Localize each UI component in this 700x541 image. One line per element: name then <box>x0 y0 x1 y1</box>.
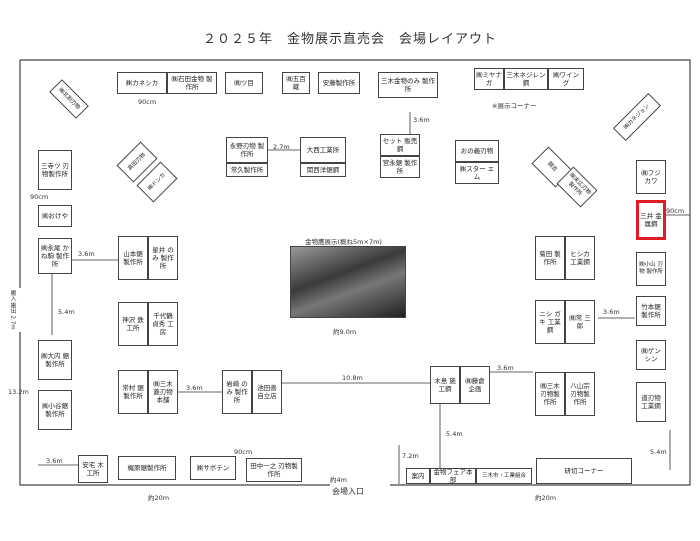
booth-k-wing: ㈱ワイング <box>548 68 584 90</box>
booth-genshin: ㈱ゲン シン <box>636 340 666 370</box>
booth-miki-tsuji: 三寺ツ 刃物製作所 <box>38 150 72 190</box>
exhibit-corner-label: ※展示コーナー <box>492 102 537 110</box>
exhibit-photo <box>290 246 406 318</box>
booth-tsune: 常村 鋸製作所 <box>118 370 148 414</box>
hall-wall-left <box>19 60 330 486</box>
booth-yamaso: 八山宗 刃物製 作所 <box>565 372 595 416</box>
booth-nishigaki: ニシ ガキ 工業鋼 <box>535 300 565 344</box>
booth-yotsume: ㈱ツ目 <box>225 72 263 94</box>
booth-kawachi: ㈱大内 鋸 製作所 <box>38 340 72 380</box>
booth-tsunesaburo: ㈱常 三郎 <box>565 300 595 344</box>
booth-oishi: 大西工業所 <box>300 137 346 163</box>
booth-kajihara: 梶原鋸製作所 <box>118 456 176 480</box>
booth-takemoto: 竹本鋸 製作所 <box>636 296 666 326</box>
booth-nagahama: ㈱永尾 かね駒 製作所 <box>38 238 72 274</box>
booth-miki-sanki: ㈱三木 菱刃物 本舗 <box>148 370 178 414</box>
dim-36-top: 3.6m <box>413 116 430 124</box>
entrance-label: 会場入口 <box>332 487 364 496</box>
booth-ikeda: 池田善 自立店 <box>252 370 282 414</box>
booth-yasufuji: 安藤製作所 <box>318 72 360 94</box>
dim-90-right: 90cm <box>666 207 685 215</box>
booth-kanamono-seisakusho: ㈱石田金物 製作所 <box>167 72 217 94</box>
booth-tanaka: 田中一之 刃物製作所 <box>246 458 302 482</box>
booth-annai: 案内 <box>406 468 430 484</box>
dim-90-left: 90cm <box>30 193 49 201</box>
booth-miki-kaihanjo: 三井 金属鋼 <box>636 200 666 240</box>
dim-36-left: 3.6m <box>78 250 95 258</box>
dim-20-left: 約20m <box>148 494 170 502</box>
booth-kanshi: 関西洋鋸鋼 <box>300 163 346 177</box>
booth-fujikawa: ㈱フジ カワ <box>636 160 666 194</box>
dim-27: 2.7m <box>273 143 290 151</box>
booth-miyanaga: ㈱ミヤナガ <box>474 68 504 90</box>
booth-tsunehisa: 常久製作所 <box>226 163 268 177</box>
booth-michikari: 道刃物 工業鋼 <box>636 382 666 422</box>
booth-kotani: ㈱小谷鋸 製作所 <box>38 390 72 430</box>
booth-miki-kanamono: 三木金物のみ 製作所 <box>378 72 438 98</box>
booth-kamizawa: 神沢 鉄工所 <box>118 302 148 346</box>
booth-ono: おの義刃物 <box>455 140 499 162</box>
booth-anzai: 安宅 木工所 <box>78 455 108 483</box>
booth-chiyotsuru: 千代鶴 貞秀 工房 <box>148 302 178 346</box>
booth-miki-nejikaki: 三木ネジレン鋼 <box>504 68 548 90</box>
booth-kaneshika: ㈱カネシカ <box>117 72 167 94</box>
booth-hishika: ヒシカ 工業鋼 <box>565 236 595 280</box>
dim-36-mid: 3.6m <box>186 384 203 392</box>
dim-54-left: 5.4m <box>58 308 75 316</box>
booth-nagano: 永野刃物 製作所 <box>226 137 268 163</box>
booth-sabotten: ㈱サボテン <box>190 456 236 480</box>
booth-miki-hamono: ㈱三木 刃物製 作所 <box>535 372 565 416</box>
booth-iwasaki: 岩崎 のみ 製作所 <box>222 370 252 414</box>
booth-okeya: ㈱おけや <box>38 205 72 227</box>
booth-hoshi: 星井 のみ 製作所 <box>148 236 178 280</box>
dim-90-top: 90cm <box>138 98 157 106</box>
booth-star: ㈱スター エム <box>455 162 499 184</box>
dim-36-right: 3.6m <box>497 364 514 372</box>
dim-132: 13.2m <box>8 388 29 396</box>
dim-54-right: 5.4m <box>650 448 667 456</box>
booth-miki-shoko: 三木市・工業組合 <box>476 468 532 484</box>
dim-36-bottom: 3.6m <box>46 457 63 465</box>
dim-4m: 約4m <box>330 476 347 484</box>
booth-yamamoto: 山本鋸 製作所 <box>118 236 148 280</box>
booth-set: セット 販売鋼 <box>380 134 420 156</box>
booth-miyanaga2: 宮永鋸 製作所 <box>380 156 420 178</box>
dim-36-fuji: 3.6m <box>603 308 620 316</box>
dim-72: 7.2m <box>402 452 419 460</box>
booth-ono-kanamono: ㈱小山 刃物 製作所 <box>636 252 666 286</box>
exhibit-label: 金物鷹展示(概ね5m×7m) <box>305 238 382 246</box>
dim-54-center: 5.4m <box>446 430 463 438</box>
exhibit-width-label: 約9.0m <box>333 328 357 336</box>
booth-fujisawa: ㈱藤倉 企画 <box>460 366 490 404</box>
dim-90-bottom: 90cm <box>234 448 253 456</box>
booth-kanamono-fair: 金物フェア本部 <box>430 468 476 484</box>
dim-20-right: 約20m <box>535 494 557 502</box>
booth-hirotani: ㈱五百蔵 <box>282 72 310 94</box>
page-title: ２０２５年 金物展示直売会 会場レイアウト <box>202 32 497 47</box>
booth-hamono-corner: 研切コーナー <box>536 458 632 484</box>
dim-108: 10.8m <box>342 374 363 382</box>
loading-entrance-label: 搬入 搬出 2.7m <box>3 288 21 332</box>
booth-kaneda: 菊田 製作所 <box>535 236 565 280</box>
booth-kishima: 木島 施工鋼 <box>430 366 460 404</box>
hall-wall-top-right <box>20 59 691 486</box>
